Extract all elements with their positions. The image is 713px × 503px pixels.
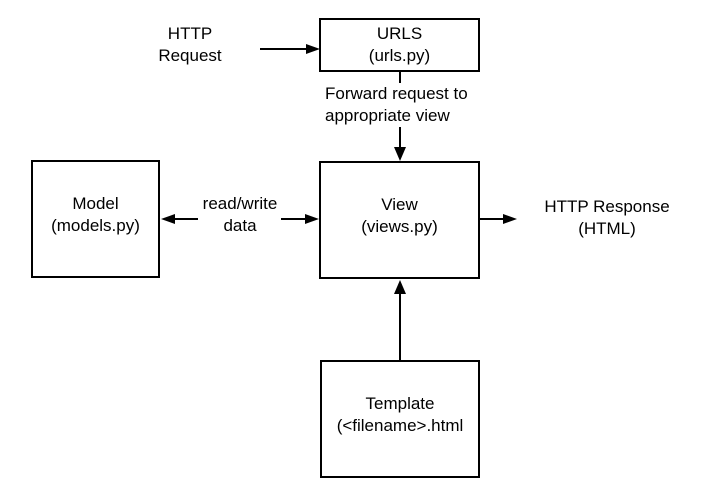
template-box: Template (<filename>.html xyxy=(320,360,480,478)
model-box-title: Model xyxy=(72,194,119,213)
http-response-label: HTTP Response (HTML) xyxy=(544,197,670,238)
view-to-model-arrow xyxy=(161,214,198,224)
model-to-view-arrow xyxy=(281,214,319,224)
view-to-response-arrow xyxy=(480,214,517,224)
model-box: Model (models.py) xyxy=(31,160,160,278)
view-box-title: View xyxy=(381,195,418,214)
view-box: View (views.py) xyxy=(319,161,480,279)
urls-box-title: URLS xyxy=(376,24,423,43)
template-box-title: Template xyxy=(365,394,435,413)
view-box-filename: (views.py) xyxy=(361,217,438,236)
template-to-view-arrow xyxy=(394,280,406,360)
http-request-label: HTTP Request xyxy=(158,24,222,65)
template-box-filename: (<filename>.html xyxy=(336,416,464,435)
urls-box-filename: (urls.py) xyxy=(368,46,431,65)
read-write-data-label: read/write data xyxy=(202,194,278,235)
urls-box: URLS (urls.py) xyxy=(319,18,480,72)
model-box-filename: (models.py) xyxy=(51,216,140,235)
http-request-to-urls-arrow xyxy=(260,44,320,54)
forward-request-label: Forward request to appropriate view xyxy=(325,83,485,127)
